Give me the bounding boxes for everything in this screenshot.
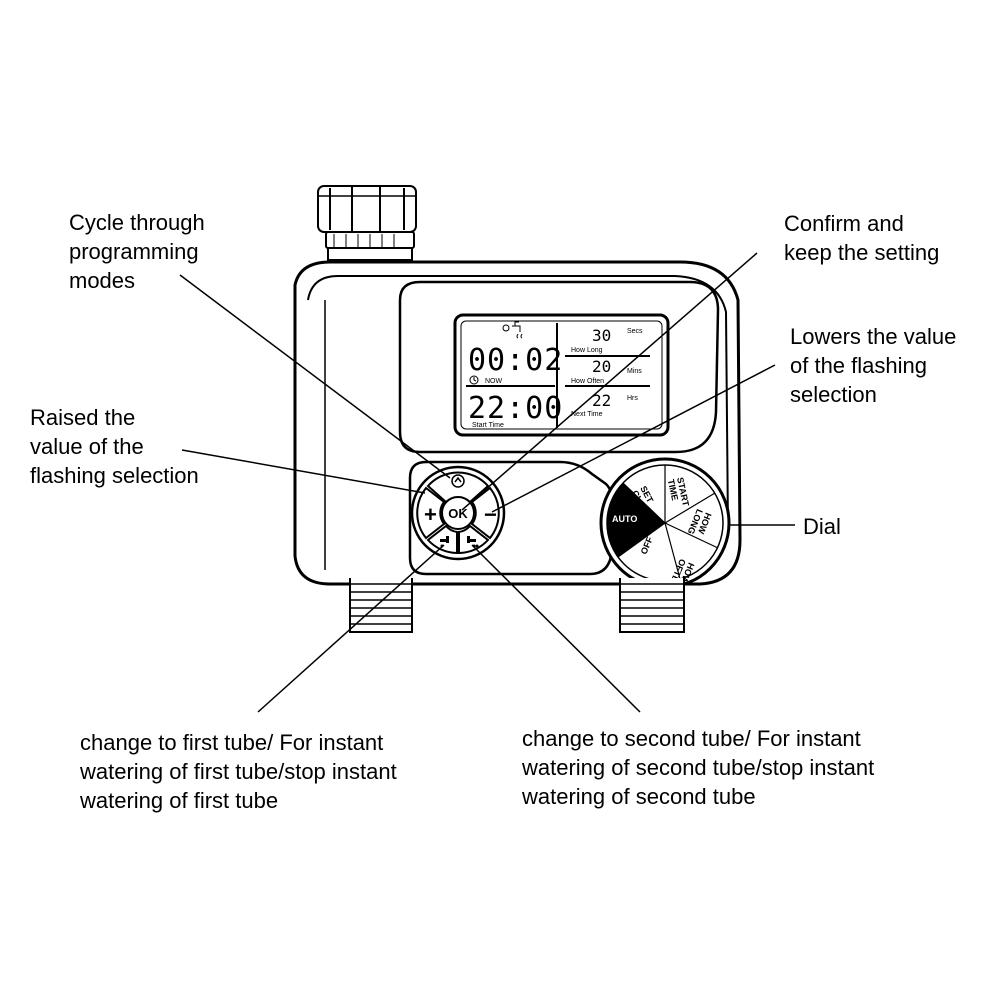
leader-first-tube	[257, 544, 445, 713]
minus-button[interactable]: −	[470, 486, 500, 540]
first-outlet	[349, 578, 413, 633]
lcd-how-often-value: 20	[592, 357, 611, 376]
minus-label: −	[484, 502, 497, 527]
leader-confirm	[461, 252, 758, 511]
lcd-how-long-unit: Secs	[627, 328, 643, 335]
plus-label: +	[424, 502, 437, 527]
callout-confirm: Confirm and keep the setting	[784, 211, 940, 265]
lcd-next-time-unit: Hrs	[627, 395, 638, 402]
dial-auto: AUTO	[612, 514, 637, 524]
mode-cycle-icon	[451, 474, 465, 488]
lcd-screen: 00:02 NOW 22:00 Start Time 30 Secs How L…	[453, 313, 670, 437]
second-outlet	[619, 578, 685, 633]
inlet-connector	[317, 185, 417, 261]
leader-second-tube	[471, 544, 641, 713]
ok-label: OK	[448, 506, 468, 521]
lcd-start-time-label: Start Time	[472, 422, 504, 429]
callout-first-tube: change to first tube/ For instant wateri…	[80, 730, 397, 813]
lcd-how-long-value: 30	[592, 326, 611, 345]
lcd-next-time-value: 22	[592, 391, 611, 410]
second-tube-button[interactable]	[458, 524, 490, 555]
lcd-how-often-label: How Often	[571, 378, 604, 385]
lcd-how-long-label: How Long	[571, 347, 603, 354]
leader-raises	[181, 449, 426, 494]
leader-cycle-modes	[179, 274, 451, 479]
mode-dial[interactable]: AUTO SETCLOCK STARTTIME HOWLONG HOWOFTEN…	[599, 457, 731, 593]
first-tube-button[interactable]	[426, 524, 458, 555]
callout-cycle-modes: Cycle through programming modes	[69, 210, 205, 293]
lcd-next-time-label: Next Time	[571, 411, 603, 418]
leader-lines	[179, 252, 795, 713]
callout-lowers: Lowers the value of the flashing selecti…	[790, 324, 957, 407]
leader-lowers	[491, 364, 776, 513]
clock-icon	[469, 375, 479, 385]
tap-icon	[502, 321, 523, 339]
plus-button[interactable]: +	[416, 486, 446, 540]
callout-dial: Dial	[803, 514, 841, 539]
lcd-how-often-unit: Mins	[627, 368, 642, 375]
lcd-duration: 00:02	[468, 343, 563, 378]
callout-raises: Raised the value of the flashing selecti…	[30, 405, 199, 488]
ok-button[interactable]: OK	[441, 496, 475, 530]
callout-second-tube: change to second tube/ For instant water…	[522, 726, 875, 809]
lcd-now-label: NOW	[485, 378, 503, 385]
lcd-start-time: 22:00	[468, 391, 563, 426]
